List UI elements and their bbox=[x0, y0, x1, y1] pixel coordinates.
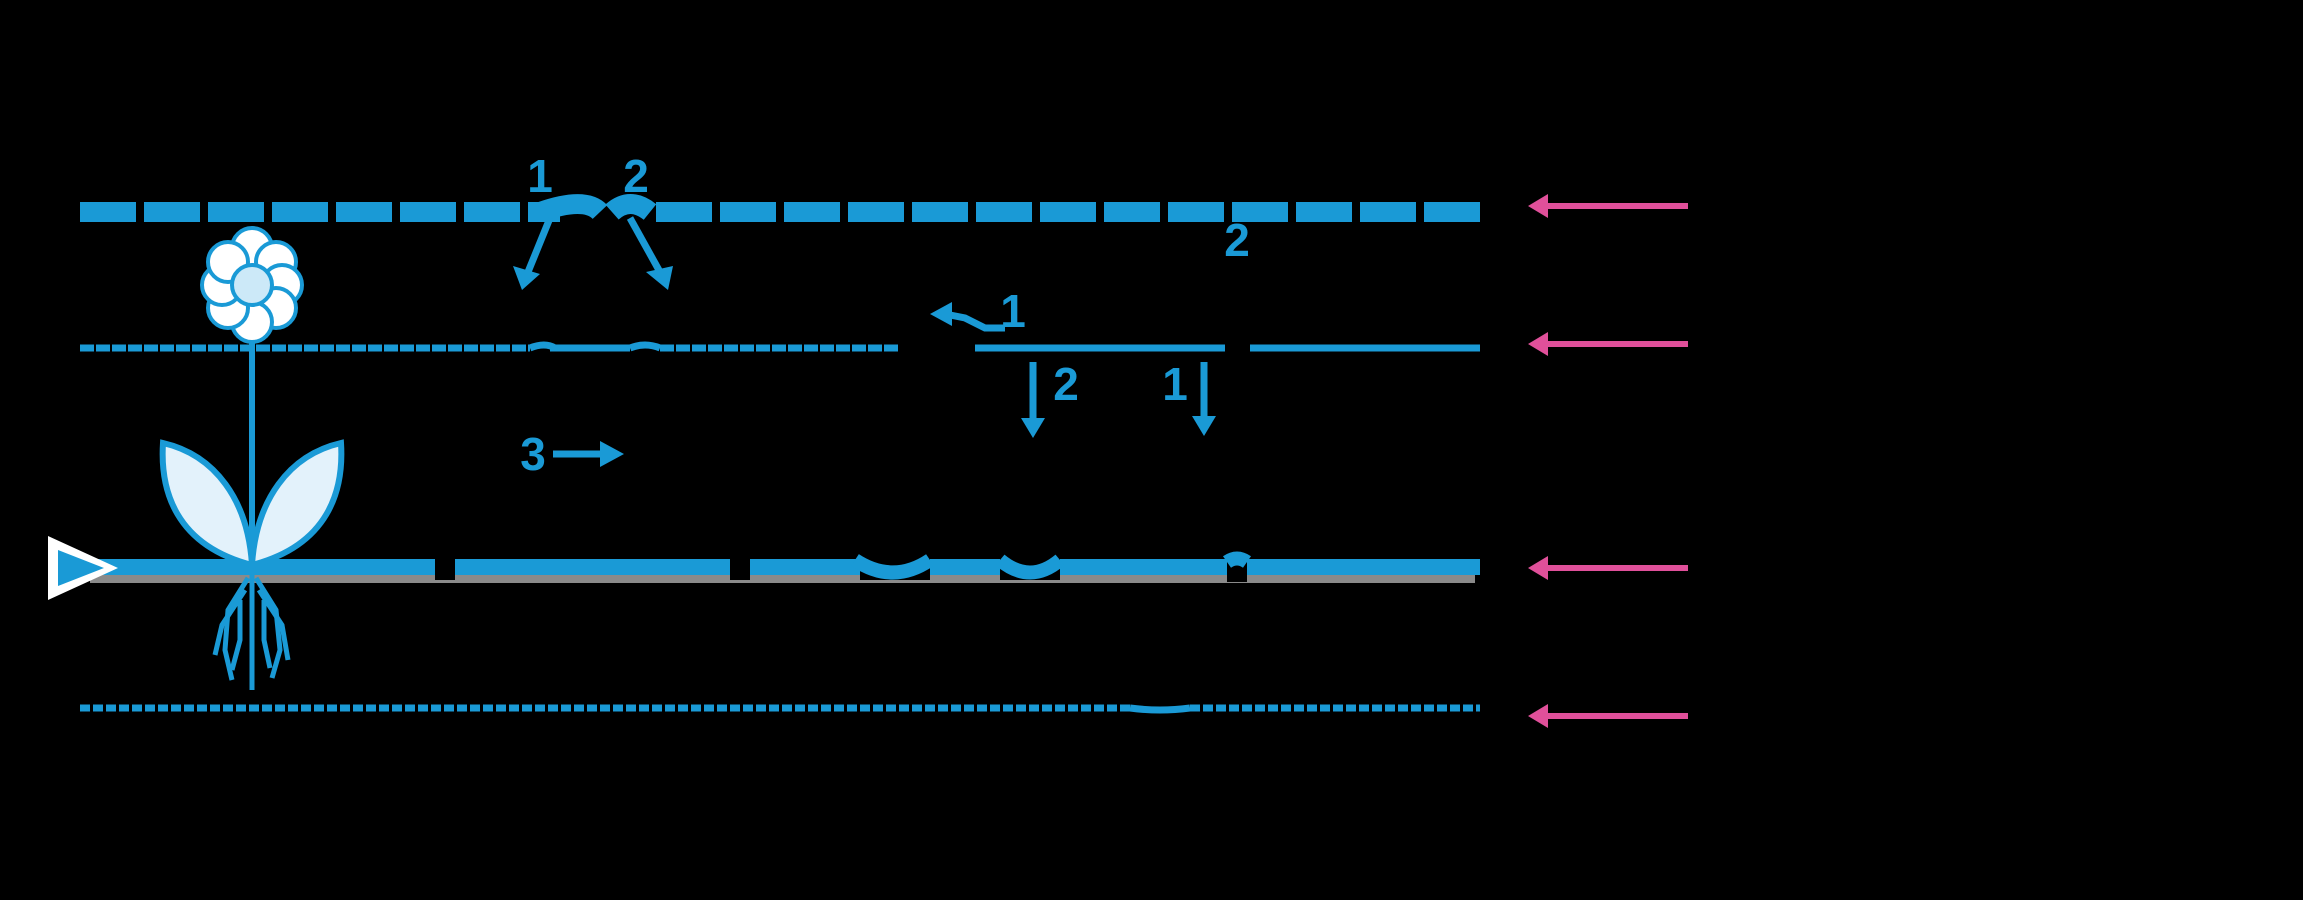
step-labels: 1 2 2 1 2 1 3 bbox=[520, 150, 1250, 480]
mid-down-step-label-1: 1 bbox=[1162, 358, 1188, 410]
top-right-step-label-2: 2 bbox=[1224, 214, 1250, 266]
direction-arrow-line-1 bbox=[1528, 194, 1688, 218]
mid-down-step-label-2: 2 bbox=[1053, 358, 1079, 410]
left-arrow-icon bbox=[1528, 194, 1688, 728]
arrow-left-bend bbox=[930, 302, 1005, 332]
arrow-down-2 bbox=[1021, 362, 1045, 438]
arrow-right-3 bbox=[553, 441, 624, 467]
flower-icon bbox=[159, 226, 345, 690]
top-step-label-1: 1 bbox=[527, 150, 553, 202]
line-2-thin bbox=[80, 341, 1480, 352]
arrow-down-left bbox=[513, 216, 554, 290]
play-triangle-icon bbox=[48, 536, 118, 600]
arrow-down-1 bbox=[1192, 362, 1216, 436]
line-1-dashed bbox=[80, 194, 1480, 226]
lower-step-label-3: 3 bbox=[520, 428, 546, 480]
line-4-dotted bbox=[80, 704, 1480, 714]
step-arrows bbox=[513, 216, 1216, 467]
direction-arrow-line-2 bbox=[1528, 332, 1688, 356]
line-3-thick bbox=[90, 551, 1480, 583]
arrow-down-right bbox=[626, 216, 673, 290]
direction-arrow-line-4 bbox=[1528, 704, 1688, 728]
direction-arrow-line-3 bbox=[1528, 556, 1688, 580]
top-step-label-2: 2 bbox=[623, 150, 649, 202]
